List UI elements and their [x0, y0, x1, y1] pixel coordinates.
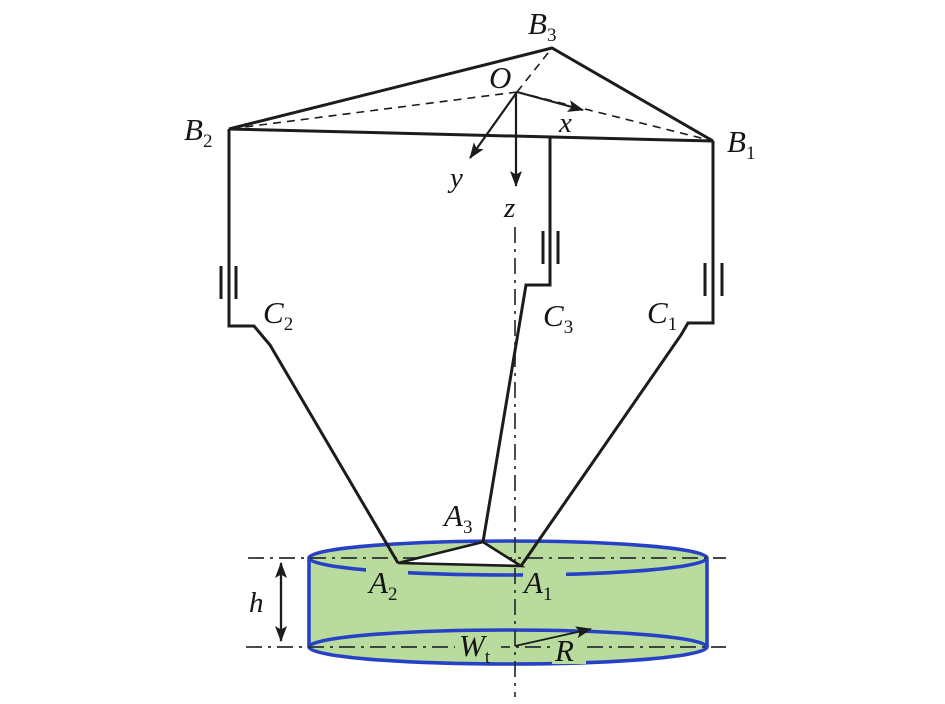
label-b3: B3 — [528, 6, 556, 46]
prismatic-joint-3 — [541, 231, 560, 264]
label-radius-r: R — [554, 633, 574, 668]
label-c3: C3 — [543, 298, 573, 338]
label-height-h: h — [249, 587, 264, 619]
label-a3: A3 — [442, 498, 472, 538]
label-backplate-a2 — [366, 567, 408, 596]
label-workspace-wt: Wt — [459, 628, 491, 668]
labels: B3 B2 B1 O x y z C2 C3 C1 A3 A2 A1 h Wt … — [184, 6, 755, 668]
label-b2: B2 — [184, 112, 212, 152]
axis-label-x: x — [558, 107, 572, 139]
label-a1: A1 — [522, 565, 552, 605]
prismatic-joint-2 — [219, 266, 238, 299]
label-b1: B1 — [727, 124, 755, 164]
limb-b2-c2-a2 — [227, 129, 400, 564]
dashed-line-o-b2 — [228, 91, 518, 130]
label-backplate-wt — [455, 633, 501, 661]
axis-label-z: z — [503, 192, 515, 224]
label-a2: A2 — [367, 565, 397, 605]
axis-label-y: y — [447, 162, 463, 194]
radius-arrow — [514, 626, 592, 647]
x-axis-arrow — [516, 90, 584, 112]
top-platform-outline — [228, 46, 714, 143]
label-backplate-a1 — [523, 567, 566, 597]
prismatic-joint-1 — [703, 263, 724, 296]
label-backplates — [366, 567, 586, 664]
label-origin: O — [489, 60, 511, 95]
mechanism-linework — [219, 46, 724, 647]
label-c2: C2 — [263, 295, 293, 335]
cylinder-body-fill — [309, 558, 707, 664]
y-axis-arrow — [469, 91, 518, 159]
moving-platform-triangle — [397, 540, 526, 568]
coordinate-axes — [469, 90, 584, 187]
limb-b3-c3-a3 — [481, 137, 552, 543]
dashed-line-o-b3 — [516, 47, 553, 93]
limb-b1-c1-a1 — [519, 141, 715, 567]
label-c1: C1 — [647, 295, 677, 335]
label-backplate-r — [552, 637, 586, 664]
